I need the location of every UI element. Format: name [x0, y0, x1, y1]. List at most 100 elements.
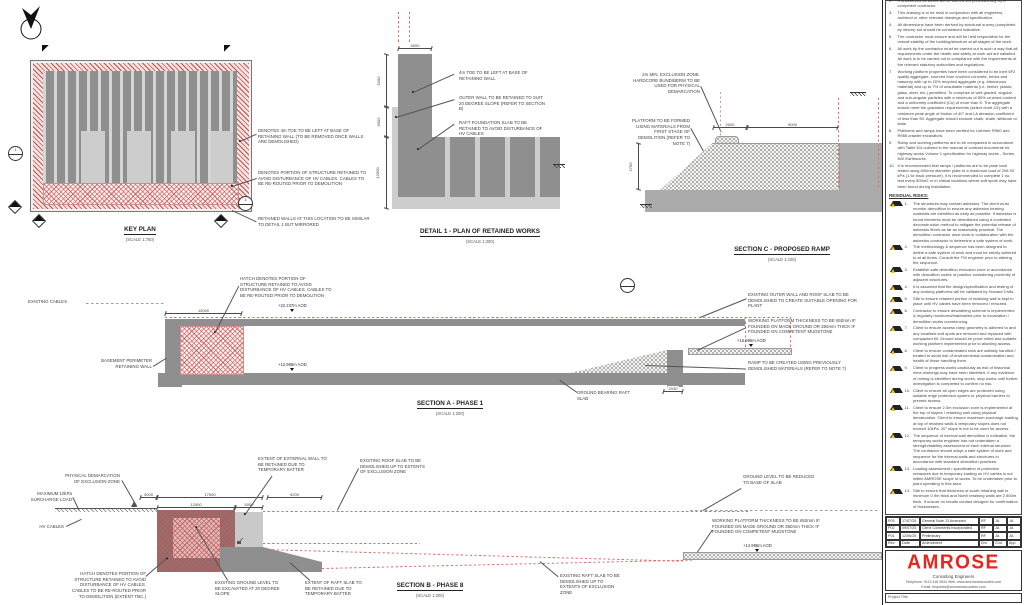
corner-flag-mark [224, 45, 232, 53]
general-note: 3. This drawing is to be read in conjunc… [889, 9, 1004, 20]
basement-wall-label: BASEMENT PERIMETER RETAINING WALL [101, 358, 152, 369]
level-marker-icon [749, 343, 754, 347]
section-a-hatch-note: HATCH DENOTES PORTION OF STRUCTURE RETAI… [240, 276, 332, 299]
dim-17000: 17000 [157, 492, 263, 498]
key-plan-frame [30, 60, 252, 212]
key-plan-callout-retained: DENOTES PORTION OF STRUCTURE RETAINED TO… [258, 170, 367, 187]
residual-risk-item: 5. Site to ensure retained portion of re… [889, 296, 1018, 307]
residual-risk-item: 9. Client to progress works cautiously a… [889, 365, 1018, 386]
section-c-view: 2m MIN. EXCLUSION ZONE. HARDCORE BUND/BE… [620, 62, 882, 262]
detail-1-view: 4000 5200 6000 12000 4m TOE TO BE LEFT A… [374, 12, 598, 244]
leader-line [702, 488, 742, 511]
level-raft: +12.985m AOD [278, 362, 307, 371]
excavated-label: EXISTING GROUND LEVEL TO BE EXCAVATED AT… [215, 580, 280, 597]
red-dashed-line [398, 12, 399, 44]
general-note: 9. Ramp and working platforms are to be … [889, 140, 1015, 161]
revision-row: P01 12/06/25 Preliminary RF JA JA [886, 532, 1021, 540]
perimeter-wall-retained [165, 319, 180, 383]
roof-slab [165, 319, 745, 326]
level-marker-icon [290, 308, 295, 312]
demarcation-bund [131, 501, 137, 507]
residual-risk-item: 7. Client to ensure access ramp geometry… [889, 325, 1018, 346]
raft-joint [445, 137, 450, 197]
level-roof: +22.237m AOD [278, 303, 307, 312]
level-marker-icon [290, 367, 295, 371]
ground-surface [55, 508, 157, 513]
detail-bubble-label: 1 [244, 198, 247, 202]
key-plan-title-text: KEY PLAN [124, 226, 156, 235]
leader-line [65, 518, 82, 527]
detail-bubble: 1 [238, 196, 253, 211]
level-platform: +16.995m AOD [737, 338, 766, 347]
dim-left-3: 12000 [374, 137, 387, 209]
wall-edge [392, 107, 398, 197]
residual-risk-item: 8. Client to ensure contaminated soils a… [889, 348, 1018, 364]
revision-row: P03 17/07/25 General Note 13 Amended RF … [886, 516, 1021, 525]
company-tagline: Consulting Engineers [932, 574, 975, 580]
working-platform-label-b: WORKING PLATFORM THICKNESS TO BE 650mm I… [712, 518, 820, 535]
raft-edge-strip [392, 197, 560, 209]
section-cut-marker [213, 213, 229, 229]
section-a-title: SECTION A - PHASE 1 (SCALE 1:200) [416, 400, 484, 416]
residual-risk-item: 10. Client to ensure all open edges are … [889, 388, 1018, 404]
ground-level-mark [850, 92, 866, 96]
ground-mass-right [840, 143, 882, 190]
surcharge-label: MAXIMUM 10kPa SURCHARGE LOAD [30, 491, 72, 502]
red-dashed-line [263, 511, 750, 512]
raft-demolished-label: EXISTING RAFT SLAB TO BE DEMOLISHED UP T… [560, 573, 620, 596]
ground-bearing-raft-label: GROUND BEARING RAFT SLAB [577, 390, 631, 401]
raft-joint [475, 137, 480, 197]
key-plan-pier [211, 131, 233, 183]
red-dashed-slope-line [321, 559, 692, 569]
section-a-view: EXISTING CABLES 12000 2030 +22.237m AOD … [0, 270, 880, 416]
outer-wall [667, 350, 683, 387]
company-block: AMROSE Consulting Engineers Telephone: 0… [885, 550, 1022, 591]
residual-risks-list: 1. The structures may contain asbestos. … [889, 199, 1018, 510]
break-mark [553, 164, 565, 168]
dim-left-2: 6000 [376, 107, 387, 137]
ramp-fill [570, 350, 667, 373]
leader-line [336, 468, 359, 511]
red-dashed-outline [790, 317, 791, 355]
general-note: 2. It is assumed all works will be carri… [889, 0, 1006, 8]
residual-risk-item: 14. Site to ensure that thickness of sou… [889, 488, 1018, 509]
north-arrow-icon [20, 6, 42, 40]
detail-callout-toe: 4m TOE TO BE LEFT AT BASE OF RETAINING W… [459, 70, 528, 81]
red-dashed-slope-line [262, 549, 683, 562]
warning-triangle-icon [890, 388, 903, 394]
dim-9000: 9000 [747, 122, 838, 128]
residual-risk-item: 2. The methodology & sequence has been d… [889, 244, 1018, 265]
dim-2000: 2000 [713, 122, 747, 128]
warning-triangle-icon [890, 201, 903, 207]
warning-triangle-icon [890, 308, 903, 314]
residual-risk-item: 4. It is assumed that the design/specifi… [889, 284, 1018, 295]
project-title-label: Project Title [885, 593, 1022, 603]
key-plan-callout-mirrored: RETAINED WALLS AT THIS LOCATION TO BE SI… [258, 216, 370, 227]
dim-12000-b: 12000 [157, 502, 235, 508]
section-cut-marker [31, 213, 47, 229]
excavator-icon [237, 538, 244, 544]
warning-triangle-icon [890, 365, 903, 371]
dim-left-1: 5200 [376, 54, 387, 107]
cables-dashed-line [86, 303, 165, 304]
key-plan-callout-toe: DENOTES 4m TOE TO BE LEFT AT BASE OF RET… [258, 128, 364, 145]
residual-risk-item: 11. Client to ensure 2.0m exclusion zone… [889, 405, 1018, 431]
amrose-logo: AMROSE [907, 551, 1000, 574]
warning-triangle-icon [890, 433, 903, 439]
warning-triangle-icon [890, 296, 903, 302]
dim-4000: 4000 [398, 43, 432, 49]
warning-triangle-icon [890, 244, 903, 251]
outer-wall-demolish-label: EXISTING OUTER WALL AND ROOF SLAB TO BE … [748, 292, 857, 309]
roof-slab-demolish-label: EXISTING ROOF SLAB TO BE DEMOLISHED UP T… [360, 458, 425, 475]
red-dashed-line [878, 98, 879, 190]
revision-row: P02 09/07/25 Client Comments Incorporate… [886, 524, 1021, 533]
raft-joint [535, 137, 540, 197]
warning-triangle-icon [890, 466, 903, 472]
key-plan-interior [43, 71, 237, 183]
raft-slab [165, 373, 745, 385]
key-plan-scale: (SCALE 1:750) [125, 237, 155, 242]
key-plan-pier [81, 131, 105, 183]
general-note: 8. Platforms and ramps have been verifie… [889, 127, 1010, 139]
red-dashed-line [838, 98, 839, 190]
